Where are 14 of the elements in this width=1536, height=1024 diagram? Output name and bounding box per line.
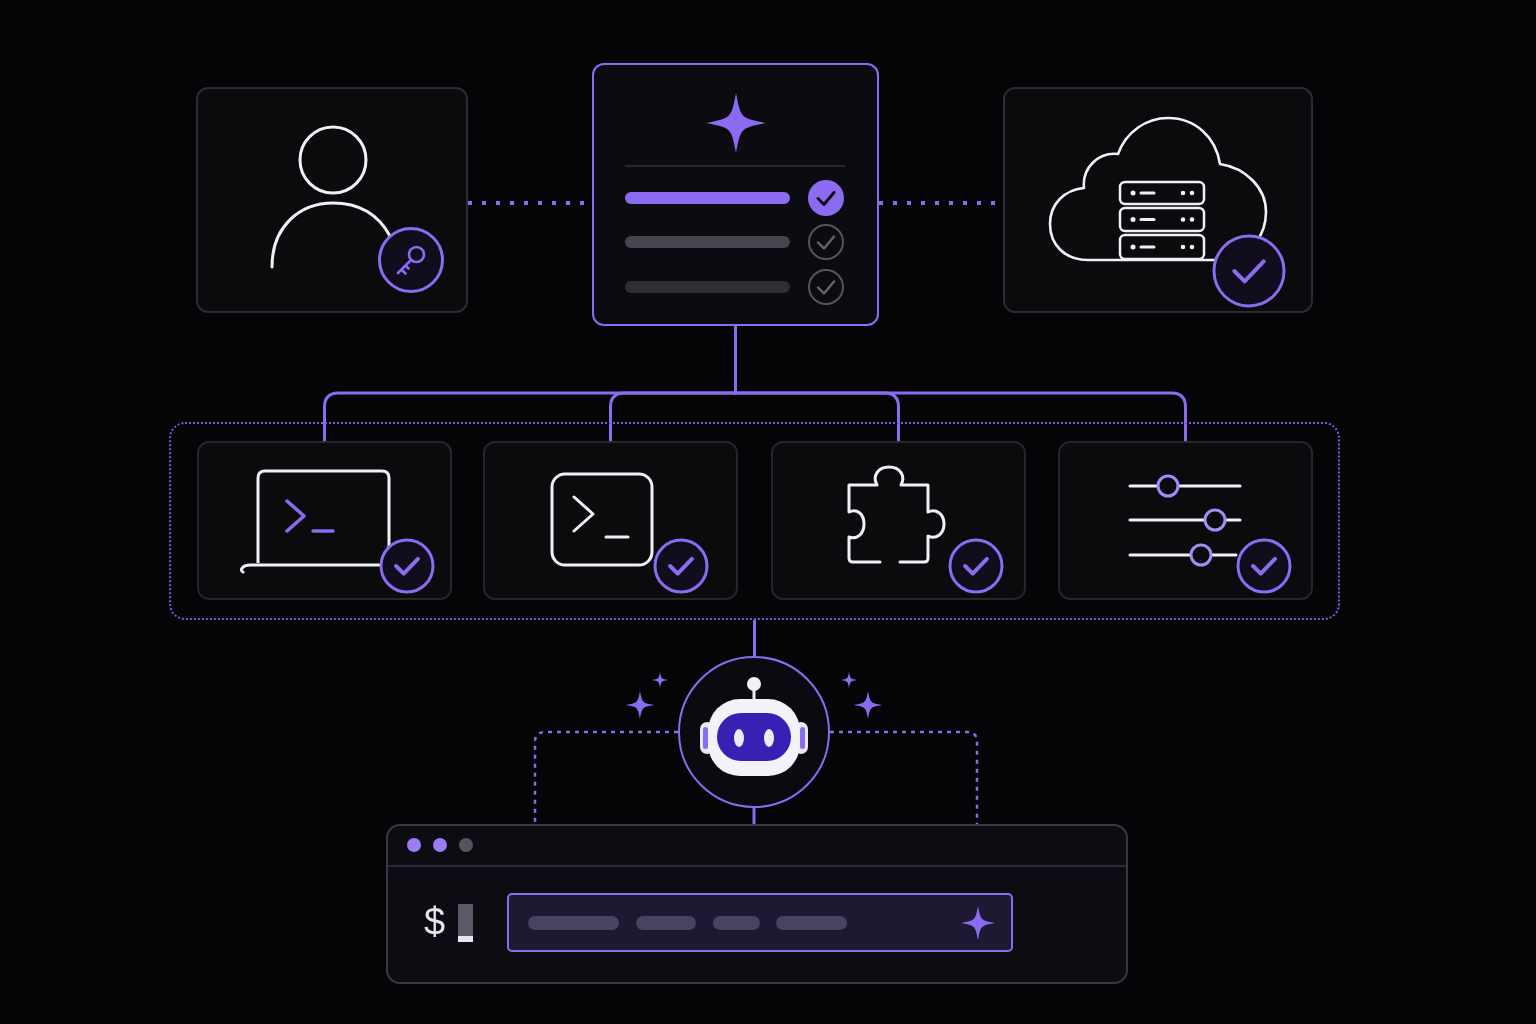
connector-line [752,808,756,824]
user-card [196,87,468,313]
cloud-server-card [1003,87,1313,313]
plugin-card [771,441,1026,600]
laptop-terminal-card [197,441,452,600]
task-checklist-card [592,63,879,326]
connector-line [753,620,756,656]
dashed-connector [533,730,678,824]
terminal-card [483,441,738,600]
prompt-symbol: $ [424,902,446,944]
tool-group-frame [169,422,1340,620]
dashed-connector [830,730,979,824]
terminal-window [386,824,1128,984]
settings-card [1058,441,1313,600]
